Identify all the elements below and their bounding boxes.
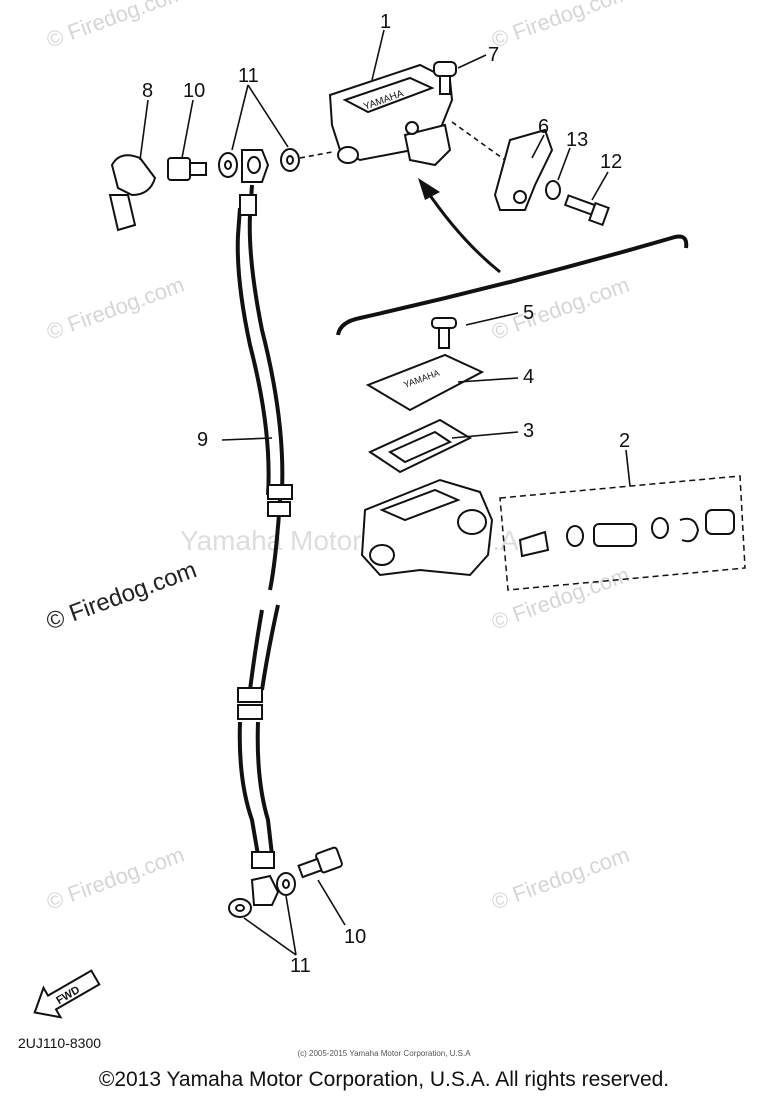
callout-12: 12 — [600, 151, 622, 173]
callout-7: 7 — [488, 44, 499, 66]
part-4-reservoir-cap: YAMAHA — [365, 353, 519, 412]
exploded-view-indicator — [336, 178, 689, 336]
part-2-piston-kit — [499, 449, 746, 591]
part-13-washer — [545, 147, 571, 200]
part-6-bracket — [451, 121, 554, 211]
watermark-site: © Firedog.com — [43, 272, 187, 345]
part-3-diaphragm — [367, 418, 519, 474]
callout-3: 3 — [523, 420, 534, 442]
small-copyright: (c) 2005-2015 Yamaha Motor Corporation, … — [297, 1049, 471, 1058]
part-1-master-cylinder: YAMAHA — [328, 29, 454, 167]
fwd-arrow: FWD — [33, 969, 101, 1019]
callout-11-top: 11 — [238, 65, 259, 87]
watermark-site: © Firedog.com — [488, 842, 632, 915]
callout-9: 9 — [197, 429, 208, 451]
watermark-site: © Firedog.com — [488, 562, 632, 635]
part-10-union-bolt-top — [167, 99, 207, 181]
part-7-screw — [433, 54, 487, 95]
callout-13: 13 — [566, 129, 588, 151]
callout-10-bottom: 10 — [344, 926, 366, 948]
callout-10-top: 10 — [183, 80, 205, 102]
callout-5: 5 — [523, 302, 534, 324]
callout-2: 2 — [619, 430, 630, 452]
part-11-washers-bottom — [228, 872, 297, 956]
part-9-brake-hose — [221, 184, 293, 906]
callout-6: 6 — [538, 116, 549, 138]
diagram-code: 2UJ110-8300 — [18, 1035, 101, 1051]
callout-8: 8 — [142, 80, 153, 102]
part-11-washers-top — [218, 84, 333, 183]
callouts: 1 2 3 4 5 6 7 8 9 10 10 11 11 12 13 — [142, 11, 630, 977]
part-12-bolt — [563, 171, 610, 227]
callout-1: 1 — [380, 11, 391, 33]
watermark-site: © Firedog.com — [43, 556, 200, 635]
part-5-screw — [431, 312, 519, 349]
footer-copyright: ©2013 Yamaha Motor Corporation, U.S.A. A… — [99, 1068, 669, 1091]
part-10-union-bolt-bottom — [297, 846, 346, 926]
callout-4: 4 — [523, 366, 534, 388]
watermark-site: © Firedog.com — [43, 0, 187, 53]
watermark-site: © Firedog.com — [488, 0, 632, 53]
watermark-site: © Firedog.com — [43, 842, 187, 915]
part-8-cap — [108, 99, 157, 232]
master-cylinder-body — [360, 478, 494, 577]
callout-11-bottom: 11 — [290, 955, 311, 977]
